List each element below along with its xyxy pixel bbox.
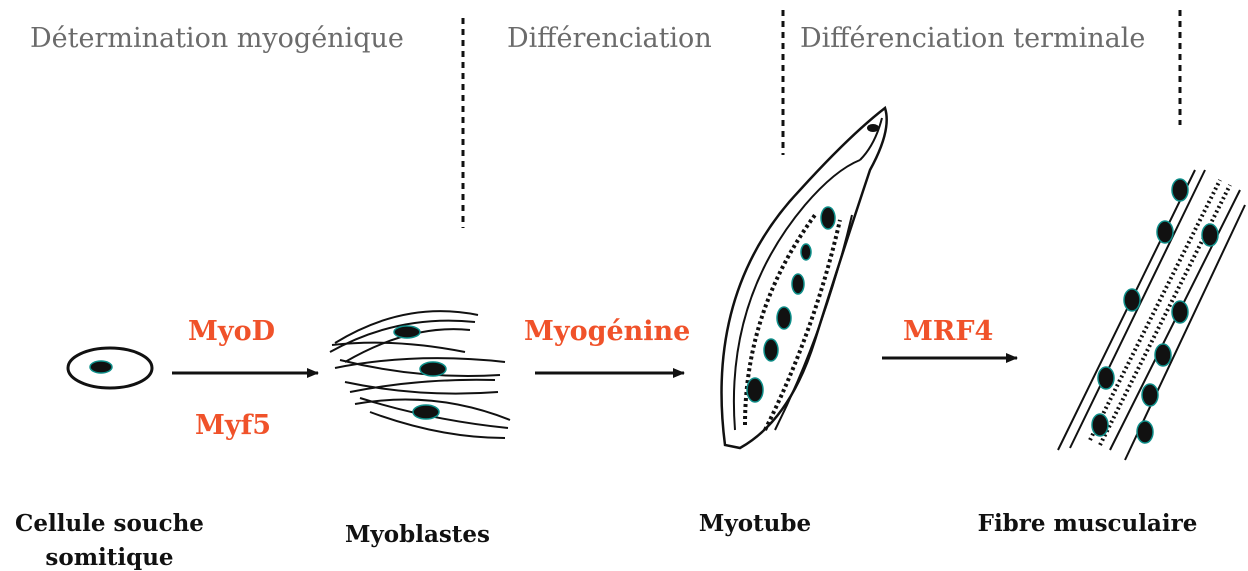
myotube-illustration bbox=[722, 108, 887, 448]
myoblasts-illustration bbox=[330, 311, 510, 438]
muscle-fiber-illustration bbox=[1058, 170, 1245, 460]
stem-cell-illustration bbox=[68, 348, 152, 388]
